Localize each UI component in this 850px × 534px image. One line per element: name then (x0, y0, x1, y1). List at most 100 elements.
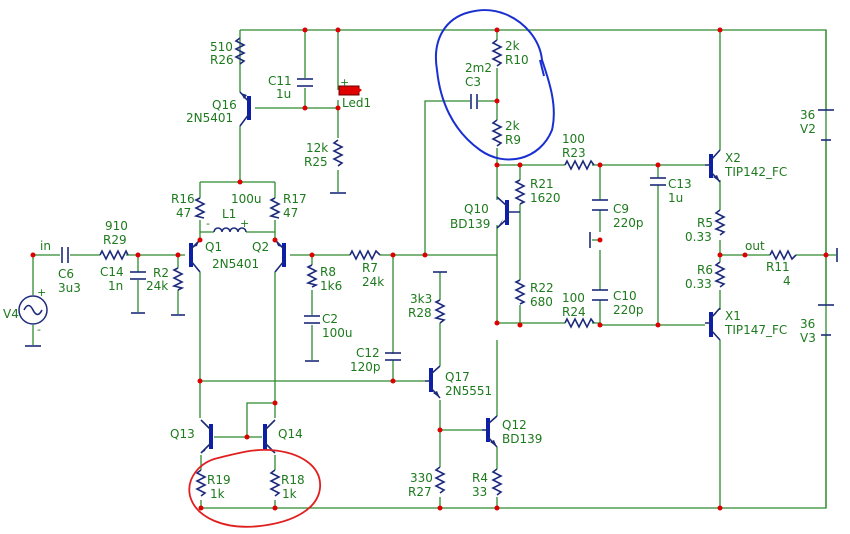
r28-resistor (433, 271, 447, 324)
r5-resistor (714, 209, 726, 236)
q1-label: Q1 (205, 240, 222, 254)
q16-transistor (239, 91, 251, 127)
r7-resistor (349, 249, 381, 261)
c9-capacitor (589, 199, 608, 248)
r5-label: R5 (697, 216, 713, 230)
q12-label: Q12 (502, 418, 527, 432)
r6-label: R6 (697, 263, 713, 277)
r16-resistor (193, 197, 206, 219)
r8-resistor (305, 264, 319, 288)
l1-label: L1 (222, 207, 236, 221)
r11-value: 4 (783, 274, 791, 288)
r8-label: R8 (320, 265, 336, 279)
r22-resistor (514, 279, 526, 305)
v2-value: 36 (800, 108, 815, 122)
r4-resistor (491, 468, 503, 496)
v3-label: V3 (800, 331, 816, 345)
r29-label: R29 (103, 233, 127, 247)
q14-label: Q14 (278, 427, 303, 441)
r21-value: 1620 (530, 191, 561, 205)
led1-plus: + (340, 76, 349, 89)
r23-label: R23 (562, 146, 586, 160)
r6-resistor (714, 261, 726, 288)
r19-label: R19 (207, 473, 231, 487)
v4-signal-source (18, 295, 48, 347)
c14-value: 1n (108, 279, 123, 293)
r24-resistor (564, 317, 595, 329)
input-network (32, 254, 185, 345)
q13-transistor (200, 419, 213, 454)
c10-label: C10 (613, 289, 637, 303)
r19-resistor (195, 469, 207, 497)
c11-label: C11 (268, 74, 292, 88)
v4-minus: - (37, 323, 41, 336)
c11-capacitor (297, 78, 313, 87)
l1-inductor (200, 227, 275, 233)
r4-label: R4 (472, 471, 488, 485)
c9-label: C9 (613, 202, 629, 216)
r5-value: 0.33 (685, 230, 712, 244)
l1-value: 100u (231, 192, 262, 206)
r23-resistor (564, 159, 595, 171)
x1-part: TIP147_FC (724, 323, 787, 337)
c2-value: 100u (322, 326, 353, 340)
r24-label: R24 (562, 305, 586, 319)
output-label: out (745, 239, 765, 253)
q10-transistor (496, 196, 520, 229)
r2-resistor (171, 267, 185, 316)
x2-label: X2 (725, 151, 741, 165)
r25-resistor (332, 139, 344, 167)
r6-value: 0.33 (685, 277, 712, 291)
r10-label: R10 (505, 53, 529, 67)
c14-label: C14 (100, 265, 124, 279)
r7-label: R7 (362, 261, 378, 275)
r25-label: R25 (304, 155, 328, 169)
q17-transistor (425, 365, 441, 399)
red-highlight-circle (188, 448, 321, 528)
r28-value: 3k3 (410, 292, 432, 306)
q10-part: BD139 (450, 217, 490, 231)
q17-part: 2N5551 (445, 384, 492, 398)
c12-capacitor (385, 352, 401, 361)
r25-value: 12k (306, 141, 328, 155)
labels: 510 R26 C11 1u + Led1 Q16 2N5401 12k R25… (3, 39, 816, 501)
r22-value: 680 (530, 295, 553, 309)
r23-value: 100 (562, 132, 585, 146)
x1-label: X1 (725, 309, 741, 323)
r22-label: R22 (530, 281, 554, 295)
r10-value: 2k (505, 39, 520, 53)
blue-highlight-circle (435, 9, 555, 161)
current-mirror (199, 402, 276, 508)
c2-capacitor (304, 315, 320, 362)
led1-label: Led1 (342, 96, 371, 110)
c13-label: C13 (668, 177, 692, 191)
q12-part: BD139 (502, 432, 542, 446)
input-label: in (40, 239, 51, 253)
r27-label: R27 (408, 485, 432, 499)
c6-value: 3u3 (58, 281, 81, 295)
x2-part: TIP142_FC (724, 165, 787, 179)
c13-value: 1u (668, 191, 683, 205)
r9-resistor (491, 119, 503, 147)
v3-value: 36 (800, 317, 815, 331)
r18-label: R18 (281, 473, 305, 487)
r17-value: 47 (283, 206, 298, 220)
r17-label: R17 (283, 192, 307, 206)
c11-value: 1u (276, 87, 291, 101)
c12-value: 120p (350, 360, 381, 374)
r21-resistor (514, 179, 526, 205)
l1-minus: - (206, 217, 210, 230)
r2-value: 24k (146, 279, 168, 293)
r16-value: 47 (176, 206, 191, 220)
v2-battery (818, 109, 834, 141)
r19-value: 1k (210, 487, 225, 501)
r11-label: R11 (766, 260, 790, 274)
c3-capacitor (470, 94, 478, 109)
r9-label: R9 (505, 133, 521, 147)
r26-value: 510 (210, 40, 233, 54)
r11-resistor (769, 249, 797, 261)
q12-transistor (482, 415, 498, 448)
q10-label: Q10 (464, 202, 489, 216)
junction-dots (30, 27, 829, 511)
